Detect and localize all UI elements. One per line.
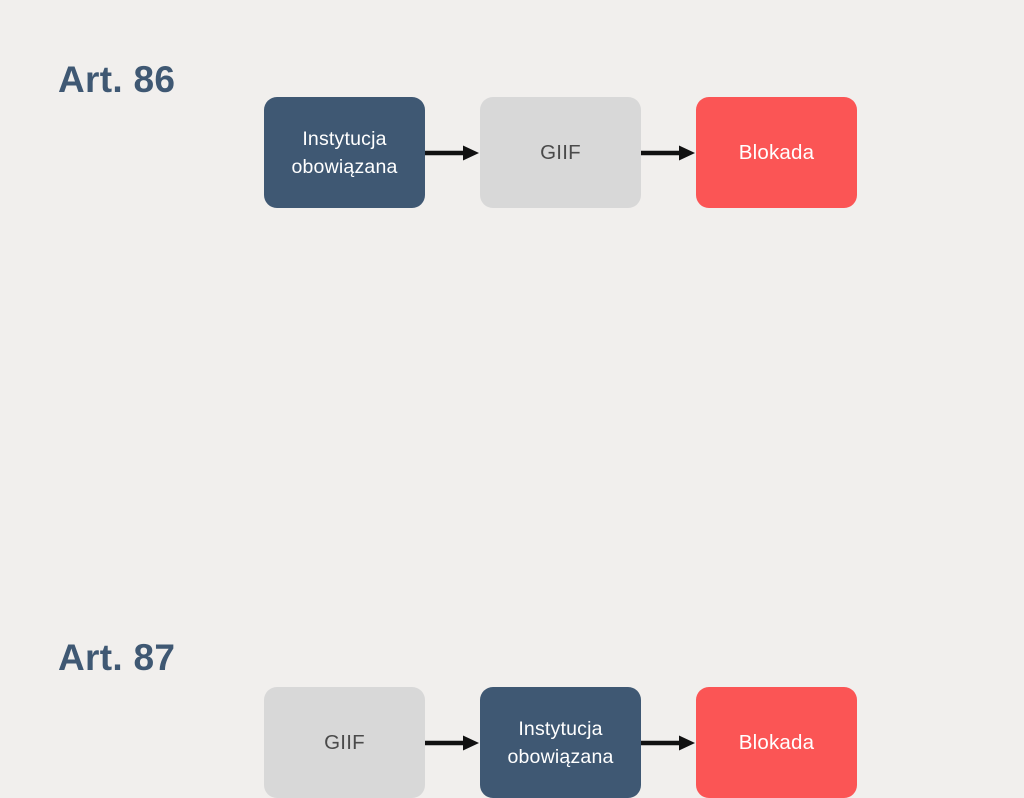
node-label: Blokada xyxy=(738,730,815,754)
connector-arrow-1-art-86 xyxy=(425,142,480,164)
section-title-art-87: Art. 87 xyxy=(58,637,176,678)
arrow-right-icon xyxy=(641,145,695,160)
node-giif-art-86[interactable]: GIIF xyxy=(480,97,641,208)
node-blokada-art-86[interactable]: Blokada xyxy=(696,97,857,208)
connector-arrow-1-art-87 xyxy=(425,732,480,754)
flow-art-86: Instytucja obowiązana GIIF Blokada xyxy=(264,97,857,208)
node-label: Blokada xyxy=(738,140,815,164)
node-label: Instytucja obowiązana xyxy=(507,717,614,768)
flow-art-87: GIIF Instytucja obowiązana Blokada xyxy=(264,687,857,798)
section-art-87: Art. 87 GIIF Instytucja obowiązana xyxy=(0,295,1024,798)
node-blokada-art-87[interactable]: Blokada xyxy=(696,687,857,798)
node-label: GIIF xyxy=(324,730,365,754)
node-instytucja-obowiazana-art-86[interactable]: Instytucja obowiązana xyxy=(264,97,425,208)
connector-arrow-2-art-87 xyxy=(641,732,696,754)
arrow-right-icon xyxy=(641,735,695,750)
connector-arrow-2-art-86 xyxy=(641,142,696,164)
node-instytucja-obowiazana-art-87[interactable]: Instytucja obowiązana xyxy=(480,687,641,798)
section-title-art-86: Art. 86 xyxy=(58,59,176,100)
arrow-right-icon xyxy=(425,145,479,160)
section-art-86: Art. 86 Instytucja obowiązana GIIF xyxy=(0,0,1024,288)
node-label: GIIF xyxy=(540,140,581,164)
node-label: Instytucja obowiązana xyxy=(291,127,398,178)
arrow-right-icon xyxy=(425,735,479,750)
node-giif-art-87[interactable]: GIIF xyxy=(264,687,425,798)
